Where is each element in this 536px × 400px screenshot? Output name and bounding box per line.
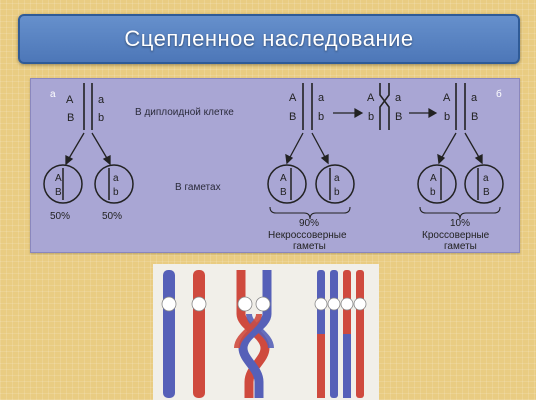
centromere	[353, 297, 367, 311]
allele-label: B	[483, 187, 490, 198]
right-parent-chromosomes: A B a b	[289, 83, 325, 130]
allele-label: B	[395, 111, 402, 123]
noncross-label-line2: гаметы	[293, 241, 326, 252]
cross-gamete-1: A b	[417, 164, 457, 204]
percent-left-1: 50%	[50, 211, 70, 222]
crossing-over-arrow-2	[409, 107, 438, 119]
allele-label: b	[98, 112, 104, 124]
allele-label: a	[471, 92, 478, 104]
chromosome-red	[356, 270, 364, 398]
noncross-brace	[269, 206, 351, 220]
allele-label: a	[98, 94, 105, 106]
left-arrows	[65, 132, 111, 166]
page-title: Сцепленное наследование	[124, 26, 414, 51]
allele-label: A	[280, 173, 287, 184]
allele-label: a	[334, 173, 340, 184]
percent-noncross: 90%	[299, 218, 319, 229]
allele-label: A	[66, 94, 74, 106]
percent-left-2: 50%	[102, 211, 122, 222]
allele-label: A	[367, 92, 375, 104]
allele-label: a	[395, 92, 402, 104]
centromere	[314, 297, 328, 311]
cross-label-line1: Кроссоверные	[422, 230, 490, 241]
diploid-cell-label: В диплоидной клетке	[135, 107, 234, 118]
recombinant-chromosomes: A b a B	[443, 83, 478, 130]
cross-arrows	[437, 132, 483, 165]
allele-label: A	[430, 173, 437, 184]
cross-brace	[419, 206, 501, 220]
allele-label: B	[471, 111, 478, 123]
left-parent-chromosomes: A B a b	[66, 83, 105, 130]
crossing-over-chromosomes: A b a B	[367, 83, 402, 130]
left-gamete-2: a b	[94, 164, 134, 204]
allele-label: b	[368, 111, 374, 123]
noncross-gamete-1: A B	[267, 164, 307, 204]
allele-label: A	[443, 92, 451, 104]
allele-label: b	[318, 111, 324, 123]
left-gamete-1: A B	[43, 164, 83, 204]
allele-label: A	[289, 92, 297, 104]
chromosome-red	[193, 270, 205, 398]
allele-label: b	[113, 187, 119, 198]
chromosome-drawing	[161, 270, 367, 398]
allele-label: b	[334, 187, 340, 198]
percent-cross: 10%	[450, 218, 470, 229]
title-banner: Сцепленное наследование	[18, 14, 520, 64]
noncross-label-line1: Некроссоверные	[268, 230, 347, 241]
allele-label: a	[483, 173, 489, 184]
centromere	[191, 296, 207, 312]
chromosome-blue	[330, 270, 338, 398]
noncross-gamete-2: a b	[315, 164, 355, 204]
allele-label: a	[113, 173, 119, 184]
crossing-over-arrow-1	[333, 107, 364, 119]
centromere	[327, 297, 341, 311]
chromosome-blue-crossing	[238, 270, 272, 398]
centromere	[340, 297, 354, 311]
gametes-label: В гаметах	[175, 182, 221, 193]
allele-label: B	[55, 187, 62, 198]
cross-label-line2: гаметы	[444, 241, 477, 252]
centromere	[255, 296, 271, 312]
allele-label: b	[430, 187, 436, 198]
allele-label: B	[280, 187, 287, 198]
allele-label: B	[289, 111, 296, 123]
panel-letter-b: б	[496, 88, 502, 100]
centromere	[161, 296, 177, 312]
allele-label: a	[318, 92, 325, 104]
allele-label: b	[444, 111, 450, 123]
chromosome-illustration	[153, 264, 379, 400]
allele-label: B	[67, 112, 74, 124]
allele-label: A	[55, 173, 62, 184]
centromere	[237, 296, 253, 312]
noncross-arrows	[285, 132, 329, 165]
chromosome-blue	[163, 270, 175, 398]
chromosome-red-crossing	[236, 270, 270, 398]
panel-letter-a: а	[50, 89, 56, 100]
cross-gamete-2: a B	[464, 164, 504, 204]
